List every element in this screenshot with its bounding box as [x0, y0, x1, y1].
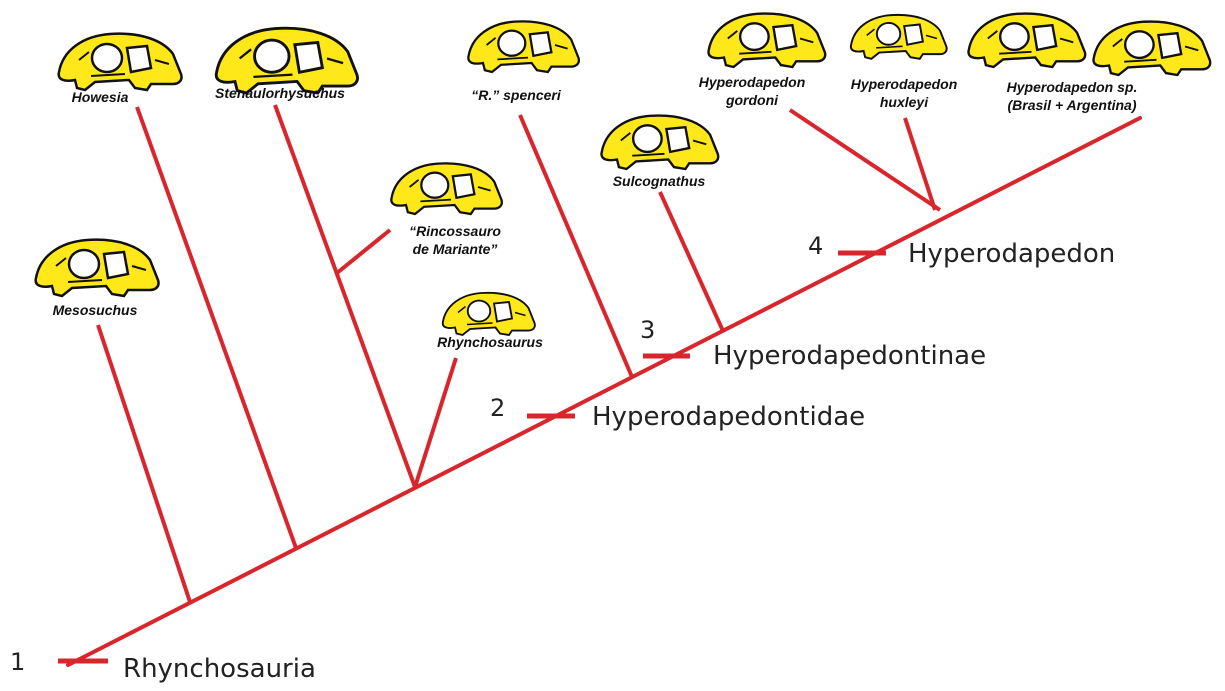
- rhynchosaurus-skull-icon: [443, 293, 535, 335]
- taxon-h-gordoni-line1: Hyperodapedon: [699, 73, 806, 91]
- node-number-3: 3: [640, 316, 655, 344]
- h-gordoni-skull-icon: [709, 14, 826, 67]
- sulcognathus-skull-icon: [602, 116, 719, 169]
- branch-mesosuchus: [98, 325, 190, 602]
- rincossauro-skull-icon: [391, 163, 502, 214]
- howesia-skull-icon: [59, 34, 182, 90]
- taxon-h-gordoni: Hyperodapedon gordoni: [699, 73, 806, 109]
- taxon-rincossauro-line1: “Rincossauro: [409, 222, 501, 240]
- node-number-1: 1: [10, 648, 25, 676]
- clade-hyperodapedontinae: Hyperodapedontinae: [713, 341, 986, 371]
- clade-hyperodapedontidae: Hyperodapedontidae: [592, 402, 865, 432]
- h-sp-skull-icon: [969, 14, 1086, 67]
- clade-rhynchosauria: Rhynchosauria: [123, 654, 316, 684]
- taxon-howesia: Howesia: [72, 88, 129, 106]
- h-sp-skull-icon-2: [1094, 22, 1211, 75]
- taxon-rhynchosaurus: Rhynchosaurus: [437, 333, 543, 351]
- branch-rhynchosaurus: [415, 358, 456, 487]
- taxon-sulcognathus: Sulcognathus: [613, 172, 706, 190]
- taxon-h-gordoni-line2: gordoni: [699, 91, 806, 109]
- taxon-h-sp: Hyperodapedon sp. (Brasil + Argentina): [1007, 78, 1138, 114]
- node-number-2: 2: [490, 394, 505, 422]
- taxon-stenaulorhysuchus: Stenaulorhysuchus: [215, 84, 345, 102]
- taxon-h-sp-line2: (Brasil + Argentina): [1007, 96, 1138, 114]
- taxon-h-huxleyi-line1: Hyperodapedon: [851, 75, 958, 93]
- clade-hyperodapedon: Hyperodapedon: [908, 239, 1115, 269]
- node-number-4: 4: [808, 232, 823, 260]
- branch-sulcognathus: [660, 192, 723, 331]
- branch-rincossauro: [337, 230, 390, 273]
- mesosuchus-skull-icon: [36, 240, 159, 296]
- branch-howesia: [137, 107, 296, 548]
- taxon-mesosuchus: Mesosuchus: [53, 301, 138, 319]
- taxon-h-huxleyi: Hyperodapedon huxleyi: [851, 75, 958, 111]
- taxon-rincossauro-line2: de Mariante”: [409, 240, 501, 258]
- main-branch: [68, 118, 1140, 665]
- taxon-r-spenceri: “R.” spenceri: [471, 86, 560, 104]
- branch-stenaulorhysuchus: [275, 105, 415, 487]
- h-huxleyi-skull-icon: [851, 15, 947, 59]
- r-spenceri-skull-icon: [468, 21, 579, 72]
- taxon-rincossauro: “Rincossauro de Mariante”: [409, 222, 501, 258]
- taxon-h-huxleyi-line2: huxleyi: [851, 93, 958, 111]
- taxon-h-sp-line1: Hyperodapedon sp.: [1007, 78, 1138, 96]
